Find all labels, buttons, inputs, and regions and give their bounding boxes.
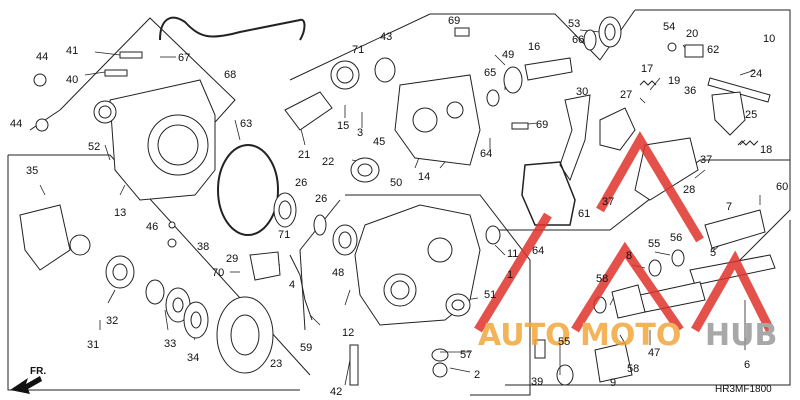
part-callout-60: 60 — [776, 181, 788, 193]
part-callout-7: 7 — [726, 201, 732, 213]
part-callout-57: 57 — [460, 349, 472, 361]
part-callout-16: 16 — [528, 41, 540, 53]
part-callout-45: 45 — [373, 136, 385, 148]
diagram-reference-code: HR3MF1800 — [715, 384, 772, 395]
part-callout-44: 44 — [10, 118, 22, 130]
part-callout-37: 37 — [700, 154, 712, 166]
part-callout-53: 53 — [568, 18, 580, 30]
part-callout-26: 26 — [295, 177, 307, 189]
part-callout-34: 34 — [187, 352, 199, 364]
part-callout-47: 47 — [648, 347, 660, 359]
part-callout-62: 62 — [707, 44, 719, 56]
part-callout-11: 11 — [507, 248, 518, 260]
part-callout-15: 15 — [337, 120, 349, 132]
part-callout-70: 70 — [212, 267, 224, 279]
part-callout-18: 18 — [760, 144, 772, 156]
part-callout-24: 24 — [750, 68, 762, 80]
part-callout-48: 48 — [332, 267, 344, 279]
part-callout-49: 49 — [502, 49, 514, 61]
part-callout-2: 2 — [474, 369, 480, 381]
part-callout-58: 58 — [596, 273, 608, 285]
watermark-text-auto: AUTO — [478, 318, 571, 353]
part-callout-35: 35 — [26, 165, 38, 177]
part-callout-67: 67 — [178, 52, 190, 64]
part-callout-19: 19 — [668, 75, 680, 87]
part-callout-17: 17 — [641, 63, 653, 75]
part-callout-31: 31 — [87, 339, 99, 351]
watermark: AUTO MOTO HUB — [474, 131, 777, 353]
part-callout-21: 21 — [298, 149, 310, 161]
part-callout-36: 36 — [684, 85, 696, 97]
part-callout-41: 41 — [66, 45, 78, 57]
part-callout-9: 9 — [610, 377, 616, 389]
part-callout-51: 51 — [484, 289, 496, 301]
part-callout-28: 28 — [683, 184, 695, 196]
part-callout-71: 71 — [278, 229, 290, 241]
part-callout-33: 33 — [164, 338, 176, 350]
part-callout-1: 1 — [507, 269, 513, 281]
part-callout-42: 42 — [330, 386, 342, 398]
part-callout-54: 54 — [663, 21, 675, 33]
watermark-triangle-icon — [474, 131, 775, 333]
front-label: FR. — [30, 366, 46, 377]
part-callout-59: 59 — [300, 342, 312, 354]
part-callout-63: 63 — [240, 118, 252, 130]
part-callout-46: 46 — [146, 221, 158, 233]
part-callout-56: 56 — [670, 232, 682, 244]
front-direction-indicator: FR. — [10, 366, 46, 394]
part-callout-26: 26 — [315, 193, 327, 205]
part-callout-71: 71 — [352, 44, 364, 56]
part-callout-50: 50 — [390, 177, 402, 189]
part-callout-3: 3 — [357, 127, 363, 139]
part-callout-20: 20 — [686, 28, 698, 40]
part-callout-8: 8 — [626, 250, 632, 262]
part-callout-22: 22 — [322, 156, 334, 168]
part-callout-43: 43 — [380, 31, 392, 43]
front-arrow-icon — [10, 376, 42, 394]
part-callout-25: 25 — [745, 109, 757, 121]
part-callout-38: 38 — [197, 241, 209, 253]
part-callout-27: 27 — [620, 89, 632, 101]
part-callout-58: 58 — [627, 363, 639, 375]
part-callout-4: 4 — [289, 279, 295, 291]
part-callout-12: 12 — [342, 327, 354, 339]
part-callout-55: 55 — [648, 238, 660, 250]
watermark-text-moto: MOTO — [580, 318, 681, 353]
part-callout-6: 6 — [744, 359, 750, 371]
part-callout-5: 5 — [710, 247, 716, 259]
part-callout-23: 23 — [270, 358, 282, 370]
part-callout-61: 61 — [578, 208, 590, 220]
part-callout-44: 44 — [36, 51, 48, 63]
part-callout-30: 30 — [576, 86, 588, 98]
part-callout-32: 32 — [106, 315, 118, 327]
part-callout-10: 10 — [763, 33, 775, 45]
part-callout-13: 13 — [114, 207, 126, 219]
part-callout-52: 52 — [88, 141, 100, 153]
part-callout-14: 14 — [418, 171, 430, 183]
watermark-text-hub: HUB — [705, 318, 777, 353]
part-callout-64: 64 — [480, 148, 492, 160]
part-callout-37: 37 — [602, 196, 614, 208]
part-callout-55: 55 — [558, 336, 570, 348]
part-callout-68: 68 — [224, 69, 236, 81]
part-callout-64: 64 — [532, 245, 544, 257]
part-callout-29: 29 — [226, 253, 238, 265]
part-callout-39: 39 — [531, 376, 543, 388]
part-callout-66: 66 — [572, 34, 584, 46]
part-callout-40: 40 — [66, 74, 78, 86]
part-callout-69: 69 — [448, 15, 460, 27]
part-callout-65: 65 — [484, 67, 496, 79]
part-callout-69: 69 — [536, 119, 548, 131]
